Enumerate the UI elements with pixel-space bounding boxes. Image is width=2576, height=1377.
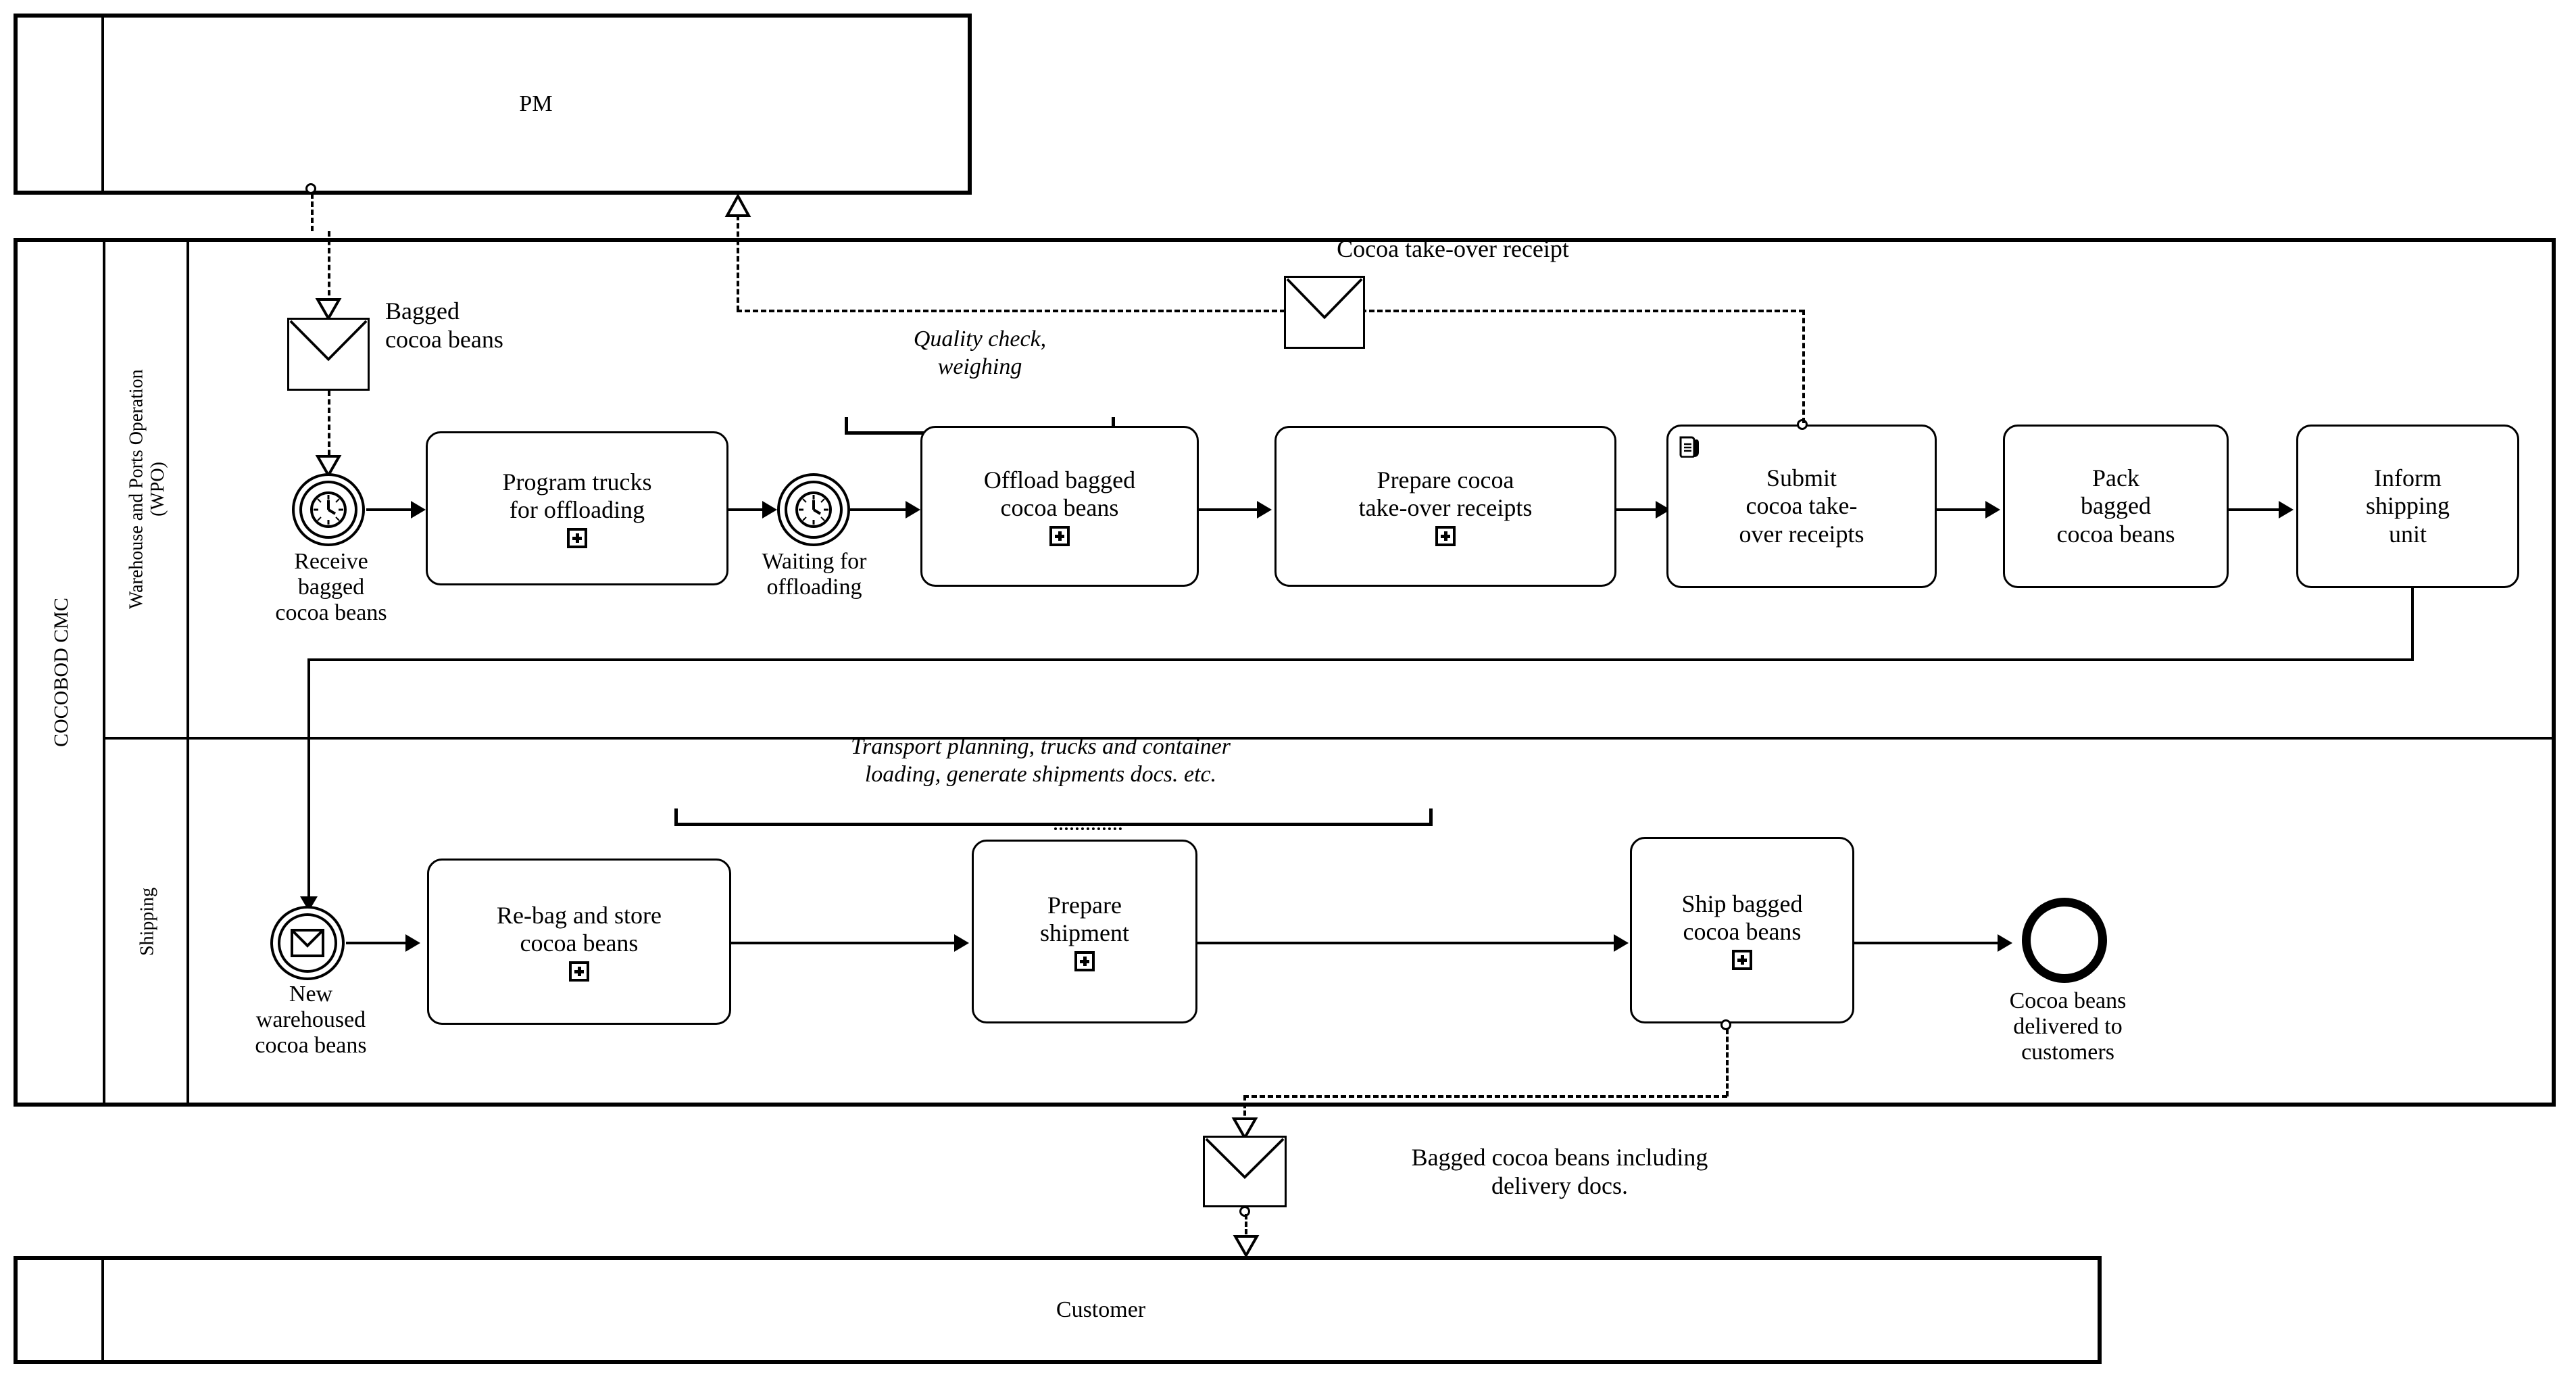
- pm-outgoing-socket: [305, 183, 316, 194]
- start-event-label-receive: Receive bagged cocoa beans: [275, 549, 387, 626]
- arrowhead-pack: [1985, 501, 2000, 518]
- event-inner-ring: [785, 481, 843, 539]
- msgflow-arrow-into-start-event: [315, 454, 342, 477]
- task-pack-bagged-cocoa-beans[interactable]: Pack bagged cocoa beans: [2003, 425, 2229, 588]
- task-offload-bagged-cocoa-beans[interactable]: Offload bagged cocoa beans: [920, 426, 1199, 587]
- arrowhead-prepare-receipts: [1257, 501, 1272, 518]
- seq-inform-leftward: [307, 658, 2412, 661]
- pool-customer-header-divider: [18, 1260, 104, 1360]
- arrowhead-program-trucks: [411, 501, 426, 518]
- lane-label-shipping: Shipping: [137, 887, 158, 957]
- arrowhead-waiting-event: [762, 501, 777, 518]
- intermediate-event-waiting-for-offloading[interactable]: [777, 473, 850, 546]
- seq-pack-to-inform: [2229, 508, 2285, 511]
- msgflow-arrow-into-customer-pool: [1233, 1234, 1260, 1257]
- pool-cocobod-header-divider: [18, 242, 105, 1103]
- msgflow-submit-up: [1802, 310, 1805, 423]
- arrowhead-end-event: [1998, 934, 2012, 952]
- task-prepare-cocoa-take-over-receipts[interactable]: Prepare cocoa take-over receipts: [1274, 426, 1616, 587]
- message-envelope-bagged-beans-delivery-docs: [1203, 1136, 1287, 1207]
- msgflow-pm-to-envelope-seg2: [328, 231, 330, 312]
- seq-prepare-shipment-to-ship: [1197, 942, 1622, 944]
- task-ship-bagged-cocoa-beans[interactable]: Ship bagged cocoa beans: [1630, 837, 1854, 1023]
- pool-pm-label: PM: [519, 91, 553, 116]
- task-label: Inform shipping unit: [2365, 464, 2450, 548]
- task-program-trucks-for-offloading[interactable]: Program trucks for offloading: [426, 431, 728, 585]
- pool-customer-label: Customer: [1056, 1297, 1146, 1322]
- lane-separator: [105, 737, 2556, 740]
- msgflow-pm-to-envelope-seg1: [311, 193, 314, 231]
- msgflow-arrow-into-delivery-envelope: [1231, 1117, 1258, 1140]
- event-inner-ring: [278, 913, 337, 973]
- arrowhead-ship: [1614, 934, 1629, 952]
- subprocess-plus-icon: [1732, 950, 1752, 971]
- event-inner-ring: [299, 481, 357, 539]
- pool-cocobod-label: COCOBOD CMC: [50, 598, 73, 747]
- subprocess-plus-icon: [569, 961, 589, 982]
- task-prepare-shipment[interactable]: Prepare shipment: [972, 840, 1197, 1023]
- seq-waiting-to-offload: [850, 508, 912, 511]
- subprocess-plus-icon: [1074, 951, 1095, 972]
- message-label-cocoa-take-over-receipt: Cocoa take-over receipt: [1337, 235, 1569, 262]
- message-envelope-cocoa-take-over-receipt: [1284, 276, 1365, 349]
- msgflow-arrow-into-pm: [724, 193, 751, 218]
- seq-program-trucks-to-waiting: [728, 508, 769, 511]
- subprocess-plus-icon: [567, 528, 587, 549]
- annotation-quality-check: Quality check, weighing: [913, 327, 1047, 379]
- arrowhead-prepare-shipment: [954, 934, 969, 952]
- start-event-receive-bagged-cocoa-beans[interactable]: [292, 473, 365, 546]
- message-envelope-bagged-cocoa-beans: [287, 318, 370, 391]
- manual-doc-icon: [1678, 435, 1701, 458]
- annotation-transport-planning: Transport planning, trucks and container…: [851, 734, 1231, 787]
- message-label-bagged-beans-delivery-docs: Bagged cocoa beans including delivery do…: [1411, 1144, 1708, 1199]
- annotation-dotted-connector-transport-planning: [1054, 827, 1122, 830]
- seq-rebag-to-prepare-shipment: [731, 942, 961, 944]
- task-label: Program trucks for offloading: [502, 468, 652, 523]
- start-event-label-new-warehoused: New warehoused cocoa beans: [255, 982, 367, 1059]
- intermediate-event-label-waiting: Waiting for offloading: [762, 549, 867, 600]
- seq-ship-to-end-event: [1854, 942, 2004, 944]
- task-label: Submit cocoa take- over receipts: [1739, 464, 1864, 548]
- seq-offload-to-prepare-receipts: [1199, 508, 1264, 511]
- msgflow-receipt-horizontal: [737, 310, 1804, 312]
- msgflow-envelope-to-start-event: [328, 391, 330, 464]
- msgflow-arrow-into-envelope: [315, 297, 342, 320]
- pool-cocobod-cmc: COCOBOD CMC Warehouse and Ports Operatio…: [14, 238, 2556, 1107]
- arrowhead-inform: [2279, 501, 2294, 518]
- task-label: Re-bag and store cocoa beans: [497, 901, 662, 957]
- pool-customer: Customer: [14, 1256, 2102, 1364]
- lane-label-wpo: Warehouse and Ports Operation (WPO): [126, 369, 168, 610]
- task-label: Ship bagged cocoa beans: [1681, 890, 1803, 945]
- arrowhead-rebag: [405, 934, 420, 952]
- msgflow-delivery-down-to-envelope: [1243, 1095, 1246, 1124]
- arrowhead-offload: [906, 501, 920, 518]
- task-submit-cocoa-take-over-receipts[interactable]: Submit cocoa take- over receipts: [1666, 425, 1937, 588]
- seq-inform-down: [2411, 588, 2414, 661]
- seq-start-to-program-trucks: [366, 508, 418, 511]
- msgflow-delivery-horizontal: [1243, 1095, 1727, 1098]
- msgflow-envelope-to-customer: [1245, 1214, 1247, 1249]
- subprocess-plus-icon: [1049, 526, 1070, 547]
- seq-submit-to-pack: [1937, 508, 1992, 511]
- lane-header-divider: [105, 242, 189, 1103]
- subprocess-plus-icon: [1435, 526, 1456, 547]
- annotation-bracket-transport-planning: [674, 808, 1433, 826]
- start-event-new-warehoused-cocoa-beans[interactable]: [270, 906, 345, 980]
- message-label-bagged-cocoa-beans: Bagged cocoa beans: [385, 297, 503, 353]
- task-inform-shipping-unit[interactable]: Inform shipping unit: [2296, 425, 2519, 588]
- task-label: Prepare cocoa take-over receipts: [1358, 466, 1533, 521]
- task-label: Offload bagged cocoa beans: [983, 466, 1136, 521]
- msgflow-ship-down: [1726, 1029, 1729, 1096]
- task-rebag-and-store-cocoa-beans[interactable]: Re-bag and store cocoa beans: [427, 859, 731, 1025]
- task-label: Pack bagged cocoa beans: [2056, 464, 2175, 548]
- pool-pm: PM: [14, 14, 972, 195]
- msgflow-receipt-up-to-pm: [737, 215, 739, 311]
- end-event-cocoa-beans-delivered[interactable]: [2022, 898, 2107, 983]
- task-label: Prepare shipment: [1040, 891, 1129, 946]
- seq-prepare-to-submit: [1616, 508, 1662, 511]
- pool-pm-header-divider: [18, 18, 104, 191]
- seq-into-shipping-start: [307, 658, 310, 906]
- seq-new-warehoused-to-rebag: [346, 942, 412, 944]
- end-event-label: Cocoa beans delivered to customers: [2009, 988, 2127, 1065]
